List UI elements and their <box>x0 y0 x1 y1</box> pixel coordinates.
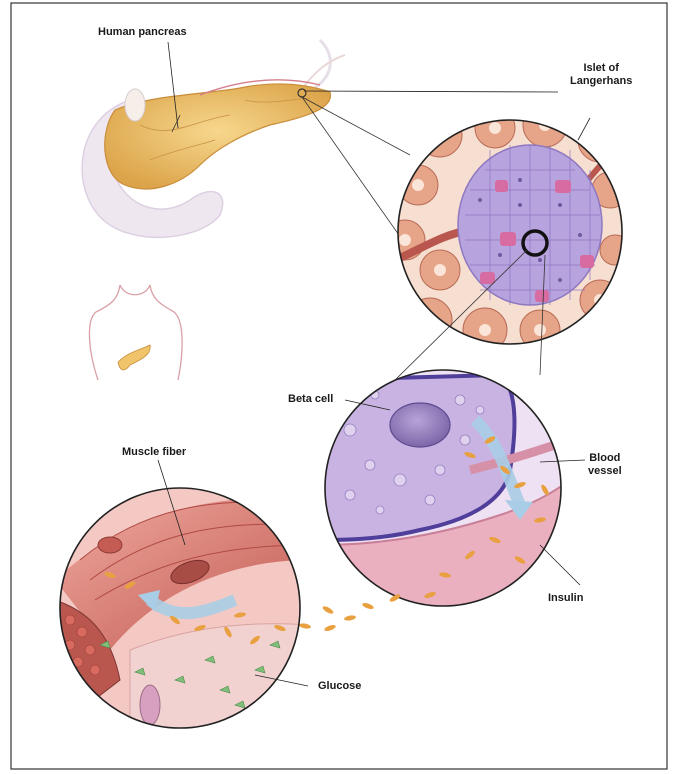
label-beta-cell: Beta cell <box>288 393 333 406</box>
label-human-pancreas: Human pancreas <box>98 26 187 39</box>
label-islet-of-langerhans: Islet of Langerhans <box>570 62 632 88</box>
label-muscle-fiber: Muscle fiber <box>122 446 186 459</box>
muscle-circle <box>55 485 310 735</box>
label-islet-line1: Islet of <box>570 62 632 75</box>
body-outline <box>89 285 182 380</box>
insulin-stream <box>299 593 402 632</box>
label-blood-line1: Blood <box>588 452 622 465</box>
label-islet-line2: Langerhans <box>570 75 632 88</box>
label-insulin: Insulin <box>548 592 583 605</box>
body-pancreas <box>118 345 150 370</box>
label-glucose: Glucose <box>318 680 361 693</box>
islet-circle <box>385 103 630 352</box>
pancreas-illustration <box>82 40 345 237</box>
label-blood-vessel: Blood vessel <box>588 452 622 478</box>
label-blood-line2: vessel <box>588 465 622 478</box>
